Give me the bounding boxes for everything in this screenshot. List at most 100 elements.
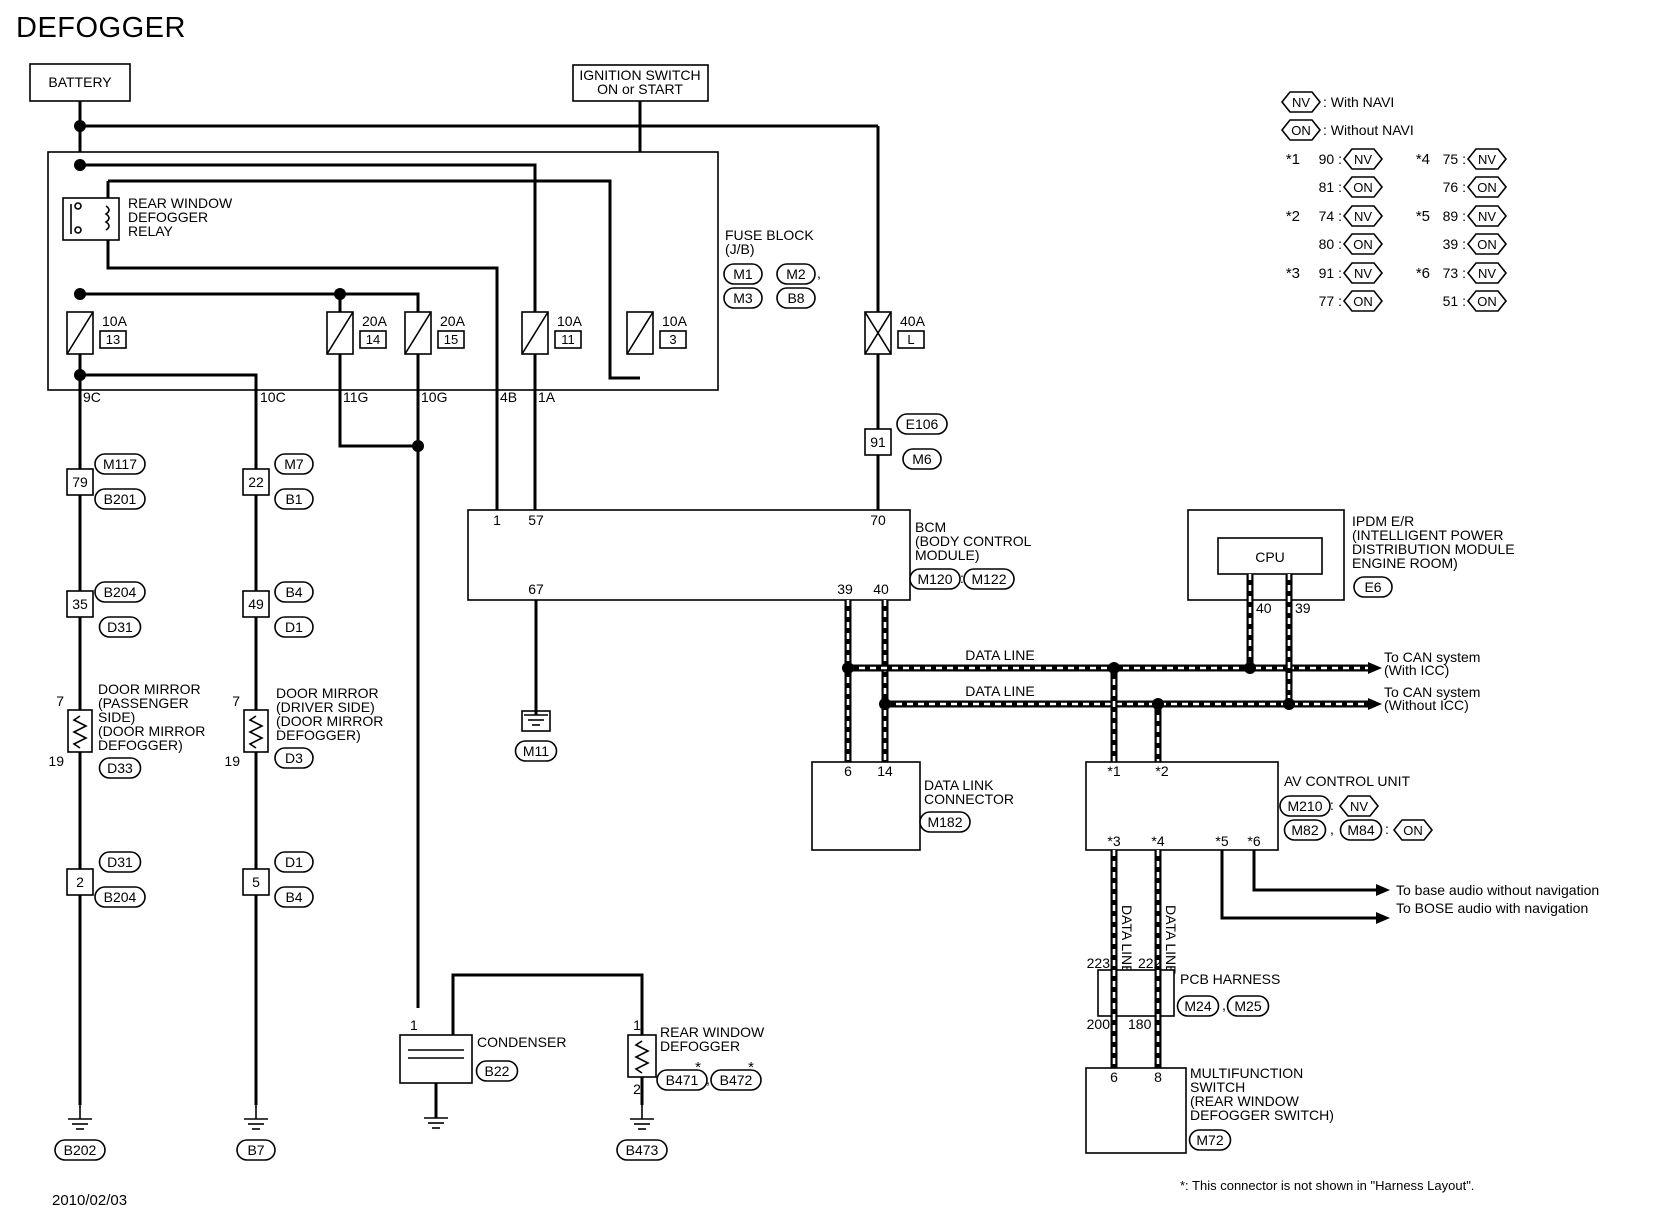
multifunction-switch (1085, 1067, 1187, 1154)
wire-code: 10G (421, 389, 447, 405)
pin-number: 19 (48, 753, 64, 769)
pcb-connector: M25 (1234, 998, 1261, 1014)
connector-id-outline (98, 757, 142, 779)
ipdm-connector: E6 (1364, 579, 1381, 595)
fuse-block-connector-outline (723, 287, 763, 309)
fuse-13-rating: 10A (102, 313, 128, 329)
door-mirror-driver-label: (DRIVER SIDE) (276, 699, 375, 715)
legend-on-tag: ON (1353, 237, 1373, 252)
connector-id: D31 (107, 619, 133, 635)
rear-window-defogger-element (627, 1034, 657, 1078)
ipdm-label: (INTELLIGENT POWER (1352, 527, 1503, 543)
can-system-label: (With ICC) (1384, 662, 1449, 678)
connector-id-outline (896, 413, 948, 435)
connector-id-outline (98, 616, 142, 638)
bcm-pin: 67 (528, 581, 544, 597)
legend-nv-tag: NV (1478, 266, 1496, 281)
connector-id: B4 (285, 584, 302, 600)
pcb-harness-box (1097, 969, 1175, 1017)
door-mirror-driver-label: DOOR MIRROR (276, 685, 379, 701)
junction-dot (1108, 662, 1120, 674)
multifunction-switch-label: DEFOGGER SWITCH) (1190, 1107, 1334, 1123)
colon: : (1385, 821, 1389, 837)
av-connector-outline (1283, 819, 1327, 841)
on-tag: ON (1403, 823, 1423, 838)
audio-wire (1220, 850, 1378, 920)
bcm-label: BCM (915, 519, 946, 535)
legend-nv-desc: : With NAVI (1323, 94, 1394, 110)
ipdm-pin: 40 (1256, 600, 1272, 616)
legend-on-tag: ON (1353, 180, 1373, 195)
connector-pin: 49 (248, 596, 264, 612)
footnote: *: This connector is not shown in "Harne… (1180, 1178, 1474, 1193)
fuse-block-connector-outline (723, 263, 763, 285)
ground-connector: B202 (64, 1142, 97, 1158)
pin-number: 7 (232, 693, 240, 709)
fuse-L-num-box (897, 330, 925, 349)
fuse-L-x (864, 311, 892, 355)
bcm-connector-outline (909, 568, 961, 590)
legend-pin: 75 : (1443, 151, 1466, 167)
legend-mark: *4 (1416, 151, 1430, 168)
ipdm-label: IPDM E/R (1352, 513, 1414, 529)
legend-pin: 91 : (1319, 265, 1342, 281)
colon: : (960, 570, 964, 586)
resistor-icon (634, 1040, 650, 1074)
fuse-L-rating: 40A (900, 313, 926, 329)
door-mirror-passenger-label: (DOOR MIRROR (98, 723, 205, 739)
av-connector: M82 (1291, 822, 1318, 838)
av-connector-outline (1279, 795, 1331, 817)
connector-id: D3 (285, 750, 303, 766)
wire (80, 163, 537, 328)
legend-nv-tag: NV (1354, 152, 1372, 167)
mfs-connector-outline (1188, 1129, 1232, 1151)
door-mirror-passenger-label: SIDE) (98, 709, 135, 725)
ignition-switch-label: ON or START (597, 81, 683, 97)
wire-code: 4B (500, 389, 517, 405)
pin-number: 7 (56, 693, 64, 709)
av-control-unit (1085, 761, 1279, 851)
connector-id: B204 (104, 889, 137, 905)
junction-dot (412, 440, 424, 452)
multifunction-switch-label: (REAR WINDOW (1190, 1093, 1300, 1109)
legend-nv-tag: NV (1292, 95, 1310, 110)
pin-number: 1 (633, 1017, 641, 1033)
fuse-block-label: (J/B) (725, 241, 755, 257)
legend-nv-tag: NV (1478, 209, 1496, 224)
fuse-14-rating: 20A (362, 313, 388, 329)
bcm-pin: 40 (873, 581, 889, 597)
fuse-block-outline (47, 151, 719, 391)
wire-code: 9C (83, 389, 101, 405)
audio-label: To base audio without navigation (1396, 882, 1599, 898)
fuse-11-slash (521, 311, 549, 355)
fuse-13-number: 13 (106, 332, 120, 347)
pin-number: 19 (224, 753, 240, 769)
door-mirror-passenger-label: DOOR MIRROR (98, 681, 201, 697)
asterisk: * (695, 1059, 701, 1076)
ground-connector-outline (514, 740, 558, 762)
arrowhead (1368, 662, 1382, 674)
legend-nv-tag: NV (1354, 266, 1372, 281)
connector-pin: 22 (248, 474, 264, 490)
bcm-pin: 1 (493, 512, 501, 528)
data-link-connector-id: M182 (927, 814, 962, 830)
wire (108, 179, 640, 380)
connector-id: D1 (285, 619, 303, 635)
connector-pin-box (242, 868, 270, 896)
legend-mark: *1 (1286, 151, 1300, 168)
fuse-block-label: FUSE BLOCK (725, 227, 814, 243)
condenser-connector-outline (475, 1060, 519, 1082)
fuse-block-connector: M1 (733, 266, 753, 282)
comma: , (1330, 821, 1334, 837)
connector-pin: 5 (252, 874, 260, 890)
asterisk: * (748, 1059, 754, 1076)
wire-code: 10C (260, 389, 286, 405)
multifunction-switch-label: SWITCH (1190, 1079, 1245, 1095)
av-connector: M84 (1347, 822, 1374, 838)
fuse-block-connector: M3 (733, 290, 753, 306)
ground-connector-outline (616, 1139, 668, 1161)
legend-nv-tag-outline (1466, 262, 1508, 284)
ground-connector: B7 (247, 1142, 264, 1158)
data-link-connector-label: DATA LINK (924, 777, 994, 793)
connector-id: D33 (107, 760, 133, 776)
